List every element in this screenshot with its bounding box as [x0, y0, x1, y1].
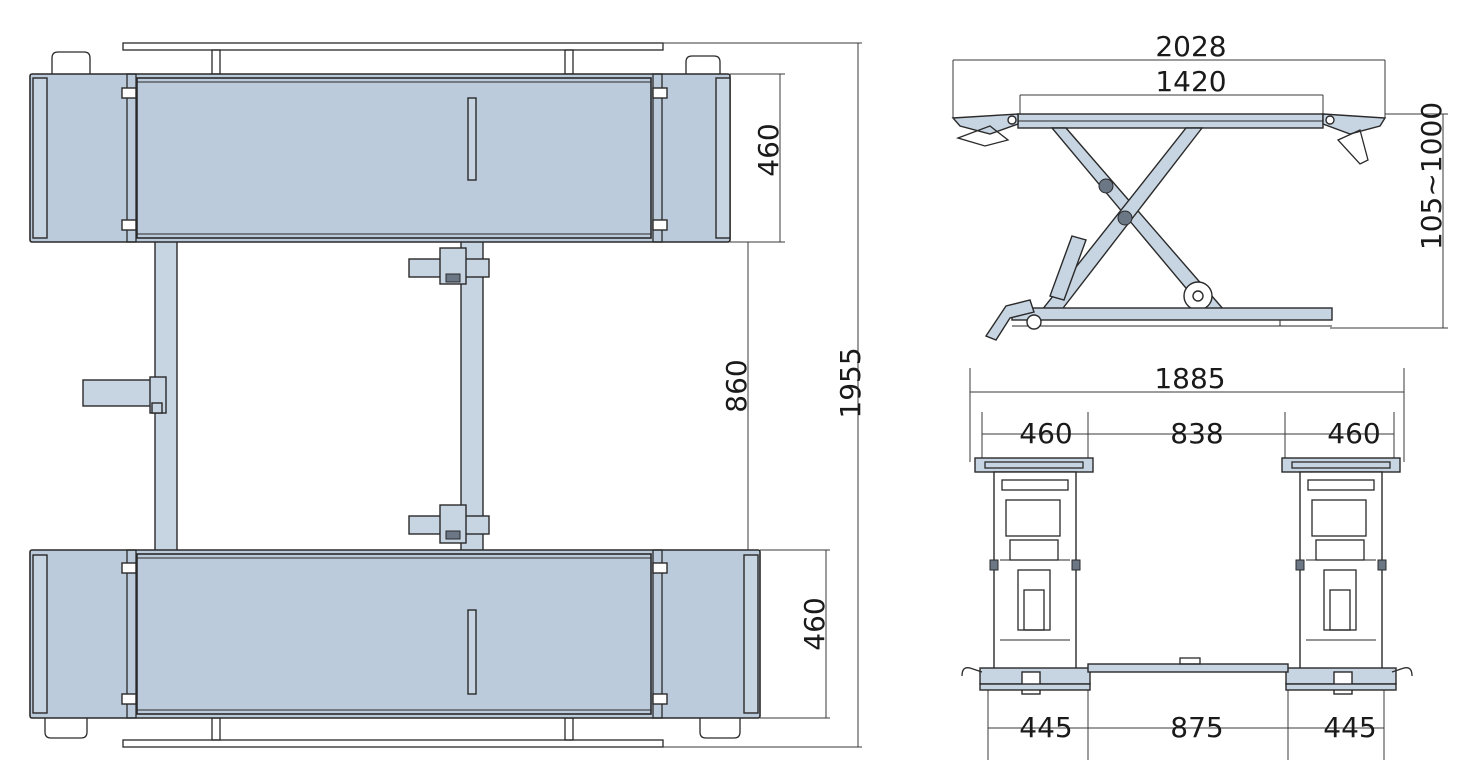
hydraulic-cylinder — [1049, 235, 1087, 301]
dim-overall-length: 2028 — [1155, 30, 1226, 63]
front-base-beam — [1087, 663, 1289, 673]
front-lift-left — [961, 457, 1094, 695]
dim-platform-gap: 860 — [720, 359, 753, 412]
platform-bottom — [29, 549, 761, 719]
handle — [699, 716, 741, 739]
dim-top-platform-width: 460 — [752, 123, 785, 176]
pump-handle — [984, 299, 1035, 341]
end-ramp-left — [951, 113, 1019, 135]
dim-front-right-platform: 460 — [1327, 417, 1380, 450]
side-view-dimensions — [952, 59, 1448, 329]
handle — [51, 51, 91, 76]
dim-overall-width: 1955 — [834, 347, 867, 418]
beam-clamp-bottom — [408, 504, 490, 544]
front-view: 1885 460 838 460 445 875 445 — [961, 362, 1413, 760]
side-view: 2028 1420 105~1000 — [951, 30, 1448, 341]
dim-base-right: 445 — [1323, 711, 1376, 744]
handle — [685, 55, 721, 76]
end-ramp-right — [1322, 113, 1387, 135]
dim-base-middle: 875 — [1170, 711, 1223, 744]
platform-top — [29, 73, 731, 243]
dim-bottom-platform-width: 460 — [798, 597, 831, 650]
dim-lift-height: 105~1000 — [1415, 102, 1448, 250]
dim-front-gap: 838 — [1170, 417, 1223, 450]
bottom-rail — [122, 717, 664, 748]
dim-front-left-platform: 460 — [1019, 417, 1072, 450]
top-view: 460 860 460 1955 — [29, 42, 867, 748]
dim-front-overall: 1885 — [1154, 362, 1225, 395]
front-view-dimensions — [969, 368, 1405, 760]
side-bracket — [82, 376, 167, 414]
base-frame — [1011, 307, 1333, 321]
handle — [44, 716, 88, 739]
dim-platform-length: 1420 — [1155, 65, 1226, 98]
top-rail — [122, 42, 664, 75]
dim-base-left: 445 — [1019, 711, 1072, 744]
top-view-dimensions — [663, 42, 862, 748]
beam-clamp-top — [408, 247, 490, 285]
front-lift-right — [1281, 457, 1413, 695]
